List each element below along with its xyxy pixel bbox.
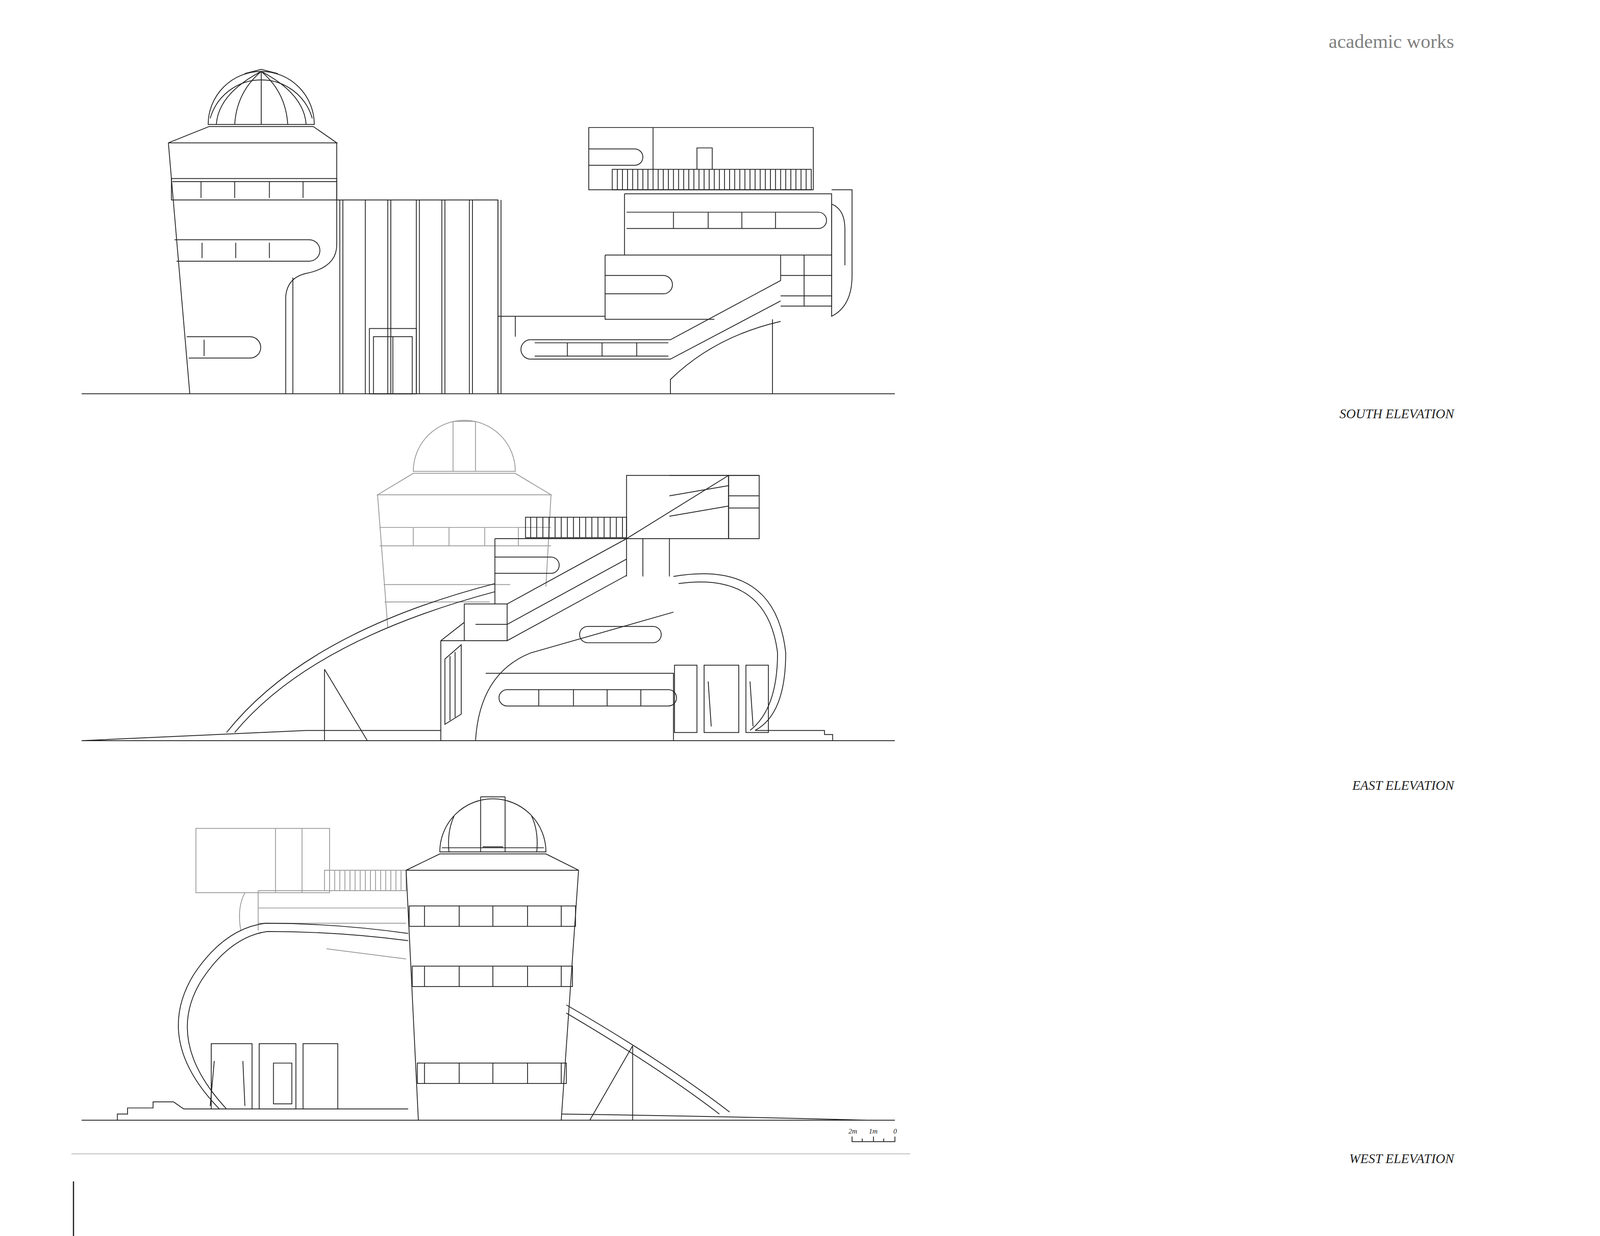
scale-mark: 0 xyxy=(893,1127,898,1136)
scale-mark: 1m xyxy=(868,1127,878,1136)
view-title: WEST ELEVATION xyxy=(1349,1150,1454,1168)
east-elevation xyxy=(81,420,895,741)
view-title: EAST ELEVATION xyxy=(1352,777,1454,794)
view-title: SOUTH ELEVATION xyxy=(1339,406,1455,423)
page-header: academic works xyxy=(1328,30,1455,53)
page-rule xyxy=(71,1153,910,1155)
south-elevation xyxy=(81,69,895,395)
page-margin-mark xyxy=(72,1181,75,1236)
scale-mark: 2m xyxy=(848,1127,858,1136)
west-elevation xyxy=(81,797,895,1121)
scale-bar xyxy=(852,1136,895,1142)
